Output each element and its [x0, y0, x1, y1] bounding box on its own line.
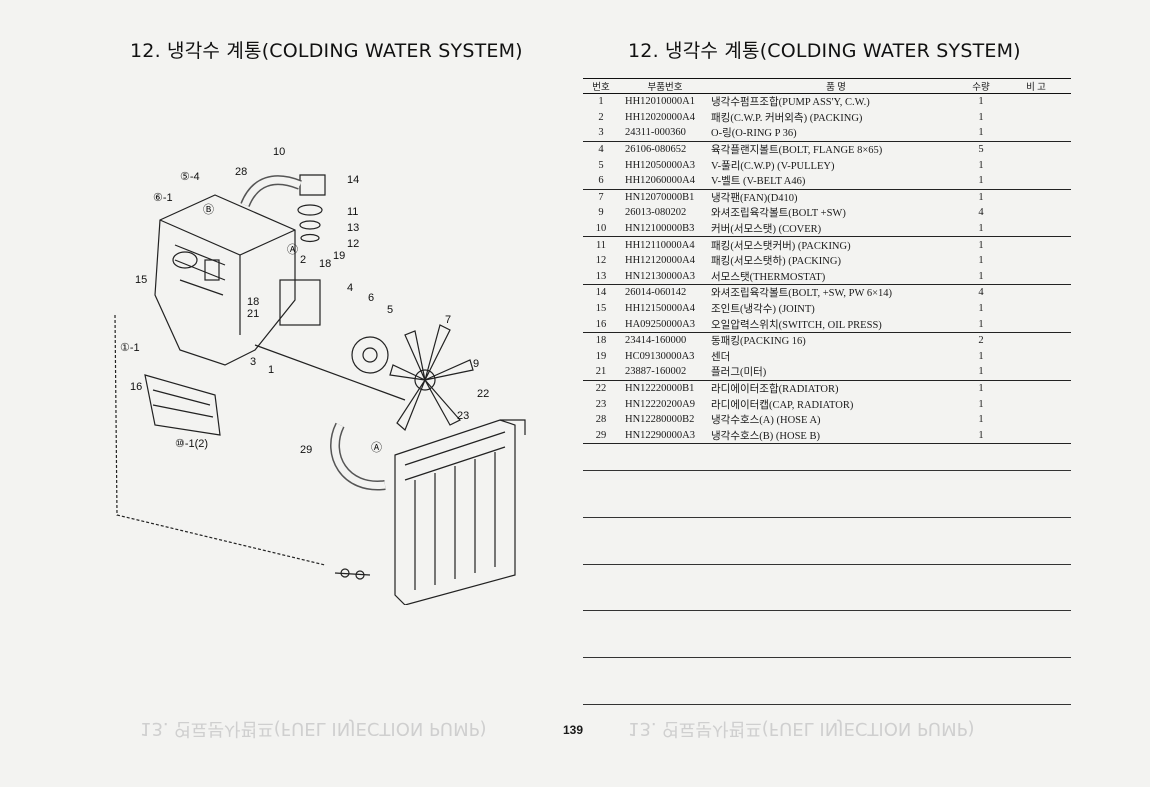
cooling-system-diagram: 10 14 28 ⑤-4 ⑥-1 Ⓑ 11 13 12 Ⓐ 2 18 19 15… — [105, 135, 535, 606]
empty-row-divider — [583, 517, 1071, 518]
page-title-left: 12. 냉각수 계통(COLDING WATER SYSTEM) — [130, 40, 523, 62]
callout-A-top: Ⓐ — [287, 243, 298, 256]
callout-16: 16 — [130, 381, 142, 393]
empty-row-divider — [583, 657, 1071, 658]
callout-labels: 10 14 28 ⑤-4 ⑥-1 Ⓑ 11 13 12 Ⓐ 2 18 19 15… — [120, 146, 489, 456]
callout-15: 15 — [135, 274, 147, 286]
callout-18: 18 — [247, 296, 259, 308]
callout-23: 23 — [457, 410, 469, 422]
callout-4: 4 — [347, 282, 353, 294]
col-header-name: 품 명 — [711, 78, 961, 94]
callout-18-top: 18 — [319, 258, 331, 270]
table-header-row: 번호 부품번호 품 명 수량 비 고 — [583, 78, 1071, 94]
callout-9: 9 — [473, 358, 479, 370]
callout-7: 7 — [445, 314, 451, 326]
callout-28: 28 — [235, 166, 247, 178]
callout-6-1: ⑥-1 — [153, 192, 173, 204]
callout-2: 2 — [300, 254, 306, 266]
table-bottom-rule — [583, 704, 1071, 705]
page-title-right: 12. 냉각수 계통(COLDING WATER SYSTEM) — [628, 40, 1021, 62]
callout-22: 22 — [477, 388, 489, 400]
callout-13: 13 — [347, 222, 359, 234]
col-header-no: 번호 — [583, 78, 619, 94]
callout-10-1-2: ⑩-1(2) — [175, 438, 208, 450]
callout-19: 19 — [333, 250, 345, 262]
page-number: 139 — [563, 723, 584, 737]
col-header-part-no: 부품번호 — [619, 78, 711, 94]
callout-5-4: ⑤-4 — [180, 171, 200, 183]
callout-5: 5 — [387, 304, 393, 316]
callout-1-1: ①-1 — [120, 342, 140, 354]
exploded-view-drawing: 10 14 28 ⑤-4 ⑥-1 Ⓑ 11 13 12 Ⓐ 2 18 19 15… — [114, 146, 526, 606]
callout-12: 12 — [347, 238, 359, 250]
col-header-qty: 수량 — [961, 78, 1001, 94]
callout-3: 3 — [250, 356, 256, 368]
callout-14: 14 — [347, 174, 359, 186]
empty-row-divider — [583, 564, 1071, 565]
callout-11: 11 — [347, 206, 358, 218]
callout-10: 10 — [273, 146, 285, 158]
callout-A-bottom: Ⓐ — [371, 441, 382, 454]
bleed-through-text-right: 13. 연료분사펌프(FUEL INJECTION PUMP) — [628, 718, 975, 739]
col-header-remark: 비 고 — [1001, 78, 1071, 94]
callout-29: 29 — [300, 444, 312, 456]
bleed-through-text-left: 13. 연료분사펌프(FUEL INJECTION PUMP) — [140, 718, 487, 739]
callout-B: Ⓑ — [203, 203, 214, 216]
callout-6: 6 — [368, 292, 374, 304]
empty-row-divider — [583, 610, 1071, 611]
callout-21: 21 — [247, 308, 259, 320]
callout-1: 1 — [268, 364, 274, 376]
empty-row-divider — [583, 470, 1071, 471]
